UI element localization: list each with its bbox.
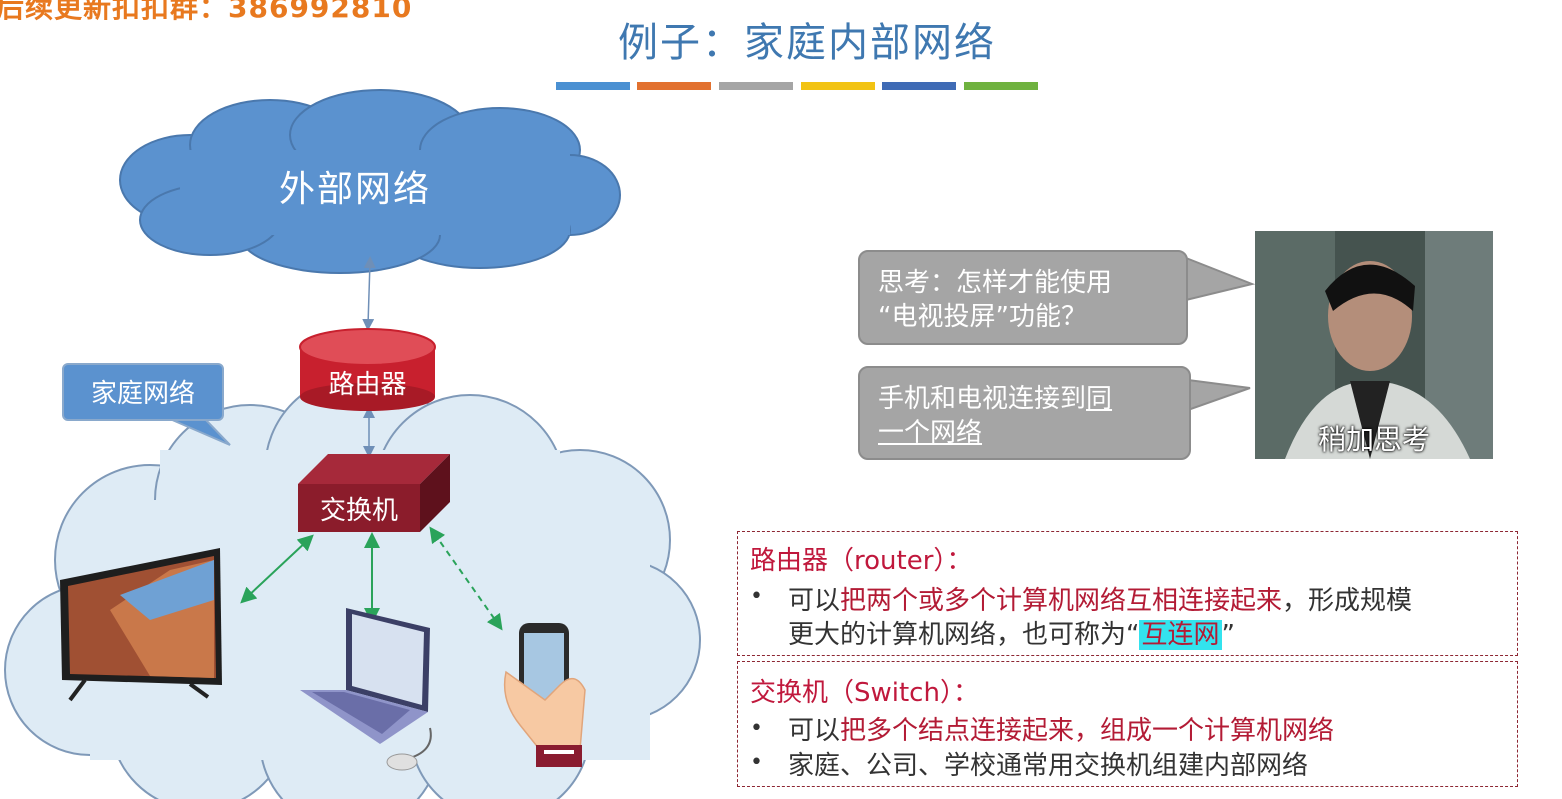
slide-title: 例子：家庭内部网络 (618, 20, 996, 66)
link-switch-tv (240, 534, 314, 604)
tv-icon (60, 548, 222, 702)
link-cloud-router (362, 256, 376, 331)
link-switch-phone (429, 526, 503, 631)
switch-box-icon (298, 454, 450, 532)
router-definition-heading: 路由器（router）： (750, 546, 973, 576)
thinking-answer-bubble: 手机和电视连接到同 一个网络 (858, 366, 1191, 460)
router-label: 路由器 (328, 370, 407, 400)
router-definition-box: 路由器（router）： • 可以把两个或多个计算机网络互相连接起来，形成规模 … (737, 531, 1518, 656)
answer-line-1: 手机和电视连接到 (878, 384, 1087, 414)
answer-line-2: 一个网络 (878, 418, 983, 448)
color-bar-segment (637, 82, 711, 90)
question-line-1: 思考：怎样才能使用 (878, 268, 1113, 298)
phone-in-hand-icon (503, 623, 586, 767)
color-bar-segment (719, 82, 793, 90)
laptop-icon (300, 608, 432, 771)
color-bar-segment (801, 82, 875, 90)
switch-label: 交换机 (319, 496, 398, 526)
thinking-question-bubble: 思考：怎样才能使用 “电视投屏”功能？ (858, 250, 1188, 345)
answer-underlined: 同 (1086, 384, 1113, 414)
router-definition-line-2: 更大的计算机网络，也可称为“互连网” (788, 620, 1235, 650)
color-bar-segment (556, 82, 630, 90)
router-cylinder-icon (299, 328, 436, 411)
external-network-label: 外部网络 (278, 169, 431, 210)
bubble-tails (1185, 256, 1256, 412)
bullet: • (750, 716, 763, 741)
bullet: • (750, 750, 763, 775)
router-definition-line-1: 可以把两个或多个计算机网络互相连接起来，形成规模 (788, 586, 1413, 616)
switch-definition-line-1: 可以把多个结点连接起来，组成一个计算机网络 (788, 716, 1335, 746)
color-bar-segment (882, 82, 956, 90)
home-network-callout: 家庭网络 (62, 363, 224, 421)
color-bar-segment (964, 82, 1038, 90)
question-line-2: “电视投屏”功能？ (878, 302, 1087, 332)
switch-definition-heading: 交换机（Switch）： (750, 678, 979, 708)
network-diagram (4, 89, 701, 799)
switch-definition-box: 交换机（Switch）： • 可以把多个结点连接起来，组成一个计算机网络 • 家… (737, 661, 1518, 787)
internet-highlight: 互连网 (1139, 620, 1222, 650)
bullet: • (750, 584, 763, 609)
photo-caption: 稍加思考 (1317, 423, 1430, 456)
thinking-meme-photo (1255, 231, 1493, 459)
watermark-text: 后续更新扣扣群：386992810 (0, 0, 413, 24)
switch-definition-line-2: 家庭、公司、学校通常用交换机组建内部网络 (788, 751, 1309, 781)
